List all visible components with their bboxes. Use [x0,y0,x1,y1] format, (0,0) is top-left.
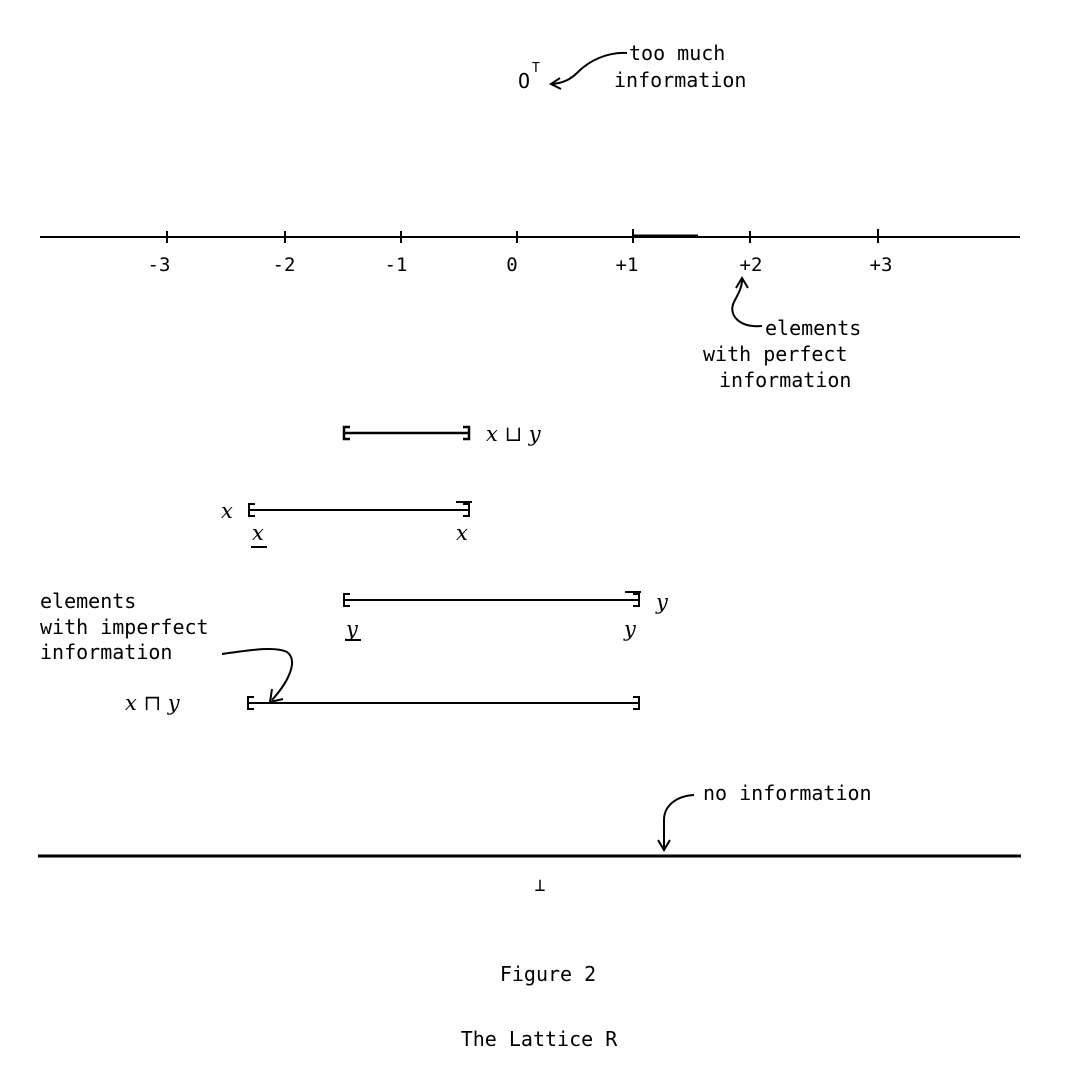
perfect-info-note-line2: with perfect [703,342,848,366]
meet-label: x ⊓ y [125,691,181,715]
tick-label: +3 [870,254,893,276]
y-lower-label: y [345,617,359,641]
tick-label: -1 [385,254,408,276]
too-much-arrow-icon [551,51,628,85]
y-label: y [655,590,669,614]
perfect-info-arrow-icon [731,279,763,328]
perfect-info-note-line1: elements [765,316,861,340]
join-label: x ⊔ y [486,422,542,446]
x-interval [248,503,470,517]
too-much-note-line1: too much [629,41,725,65]
y-interval [343,593,640,607]
tick-label: +1 [616,254,639,276]
top-superscript: T [532,61,540,76]
meet-interval [247,696,640,710]
tick-label: +2 [740,254,763,276]
too-much-note-line2: information [614,68,746,92]
number-line: -3 -2 -1 0 +1 +2 +3 elements with perfec… [40,229,1020,392]
x-lower-label: x [252,521,264,545]
x-upper-label: x [456,521,468,545]
figure-caption: Figure 2 [500,962,596,986]
imperfect-info-note-line1: elements [40,589,136,613]
y-upper-label: y [623,617,637,641]
tick-label: 0 [506,254,517,276]
imperfect-info-note-line2: with imperfect [40,615,209,639]
imperfect-info-note-line3: information [40,640,172,664]
figure-title: The Lattice R [461,1027,618,1051]
tick-label: -3 [148,254,171,276]
no-information-note: no information [703,781,872,805]
x-label: x [221,499,233,523]
join-interval [342,425,471,441]
bottom-symbol: ⊥ [535,875,546,896]
top-element: O T too much information [518,41,746,93]
tick-label: -2 [273,254,296,276]
perfect-info-note-line3: information [719,368,851,392]
tick-marks [166,229,879,243]
top-symbol: O [518,69,530,93]
imperfect-info-arrow-icon [221,647,293,701]
no-information-arrow-icon [663,794,695,848]
